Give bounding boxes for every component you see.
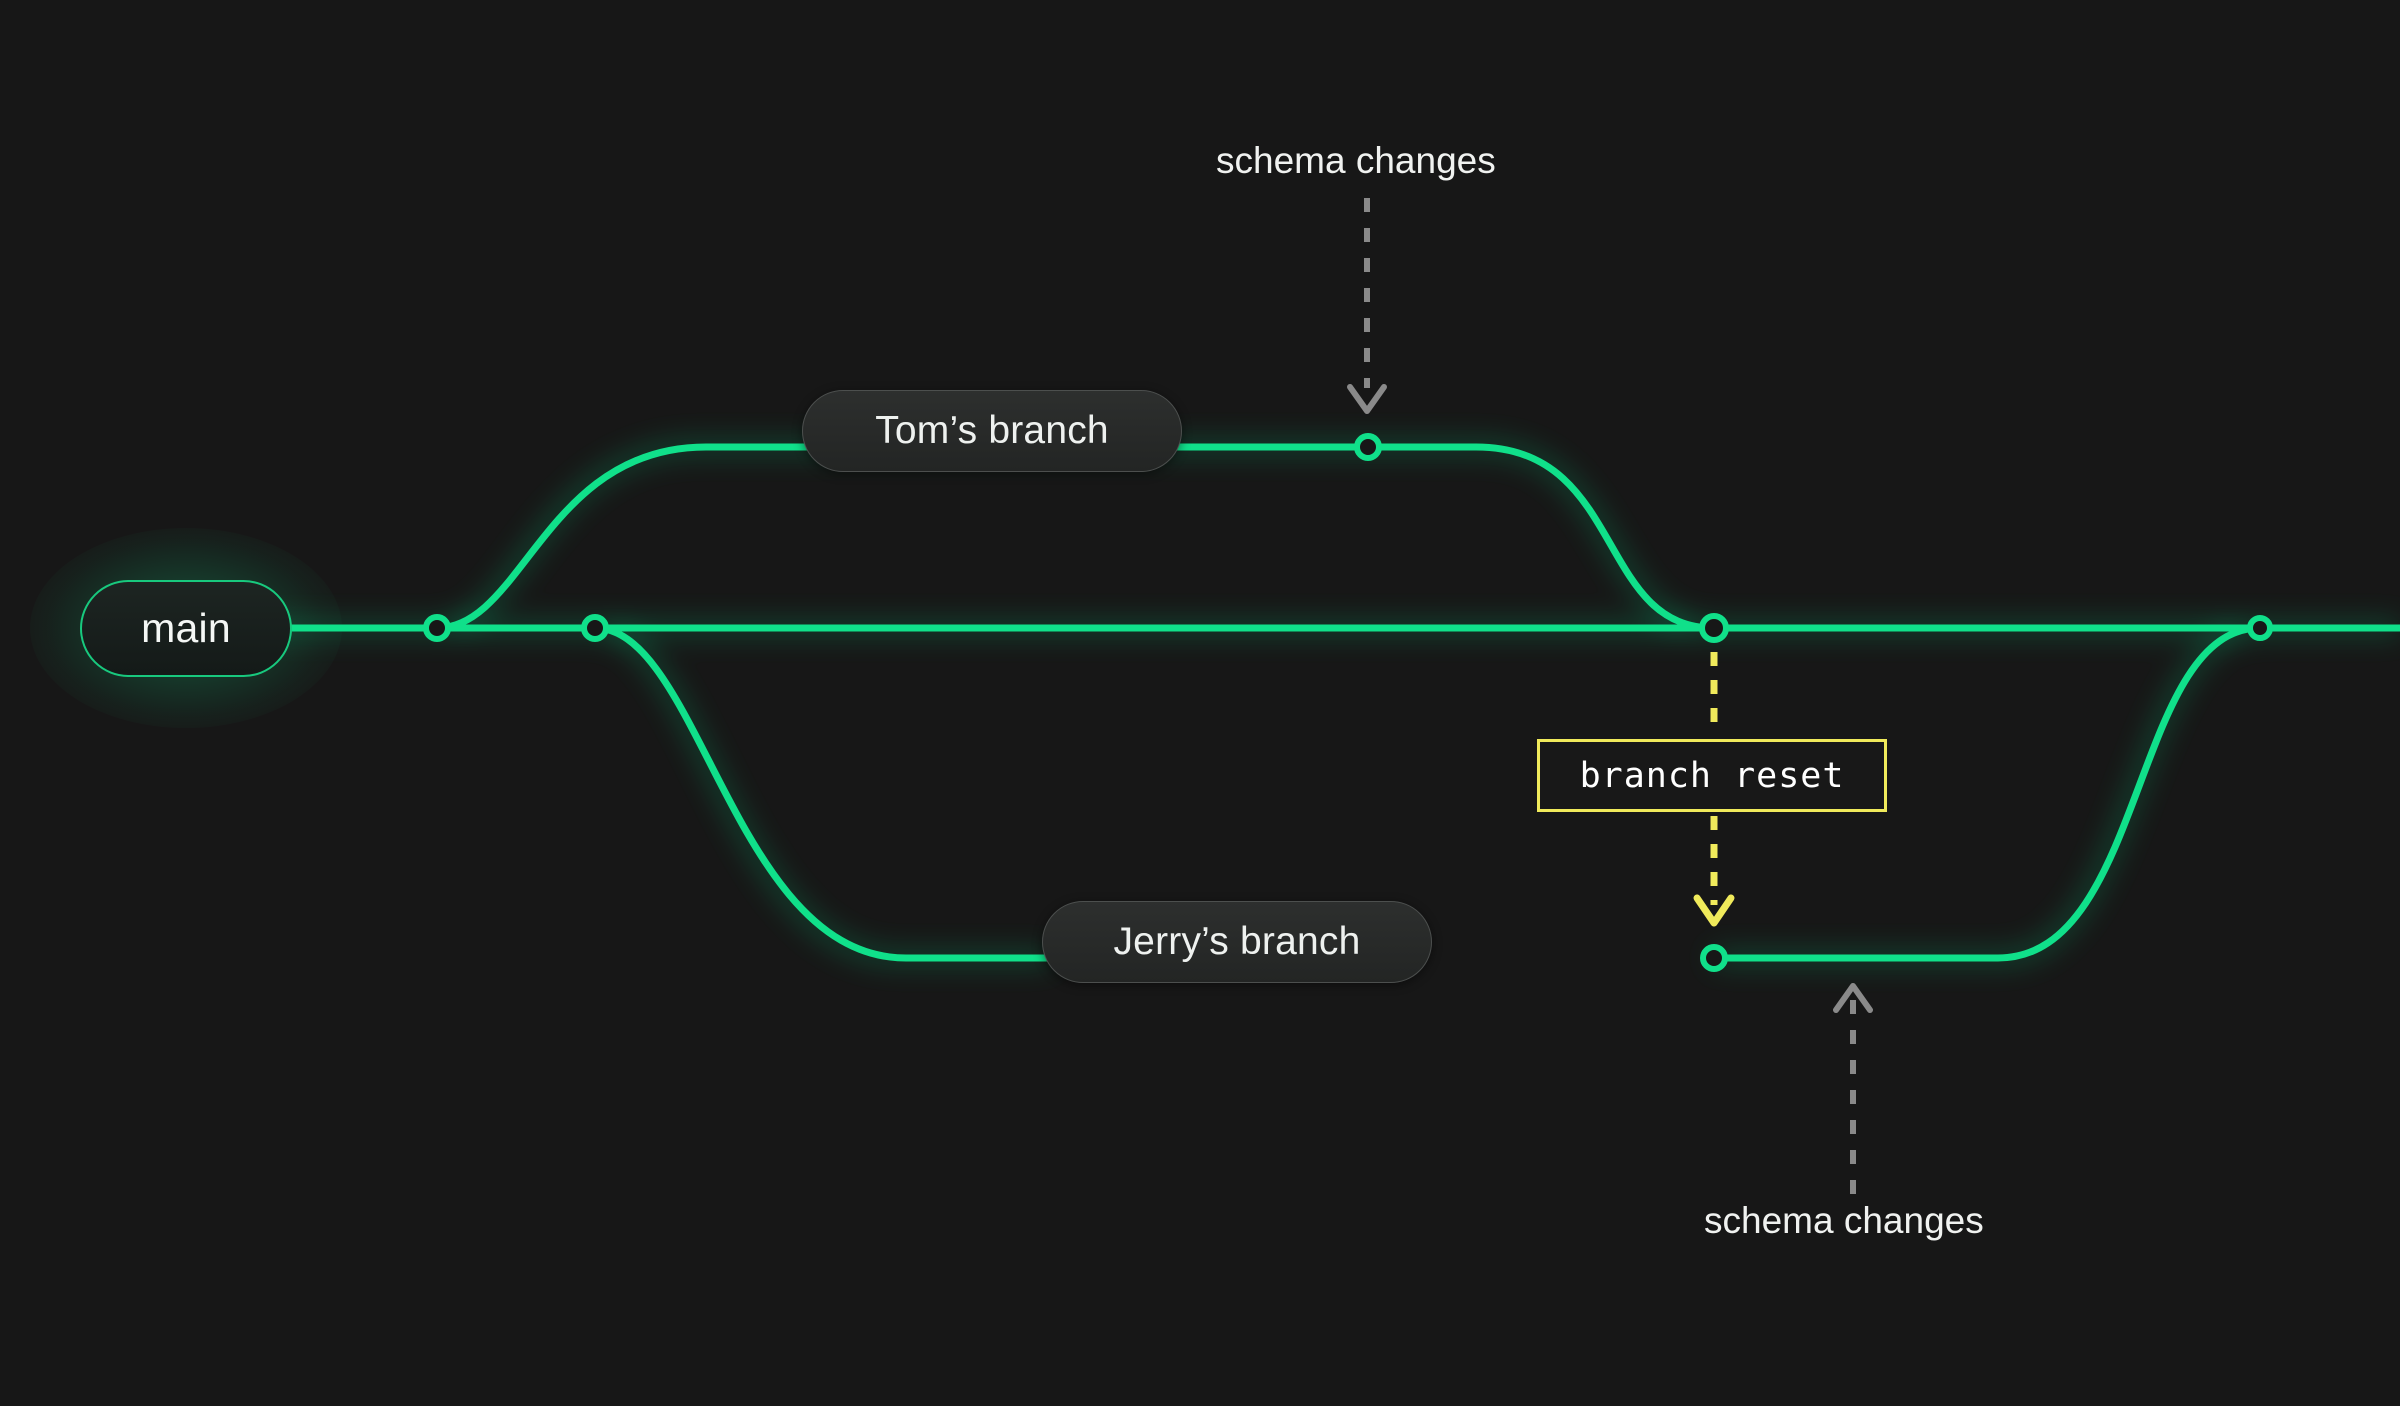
annotation-label-schema-changes-top: schema changes	[1216, 140, 1496, 181]
reset-arrowhead-down-icon	[1693, 894, 1735, 927]
branch-pill-tom[interactable]: Tom’s branch	[802, 390, 1182, 472]
annotation-arrow-bottom	[1833, 983, 1873, 1196]
commit-node-main-2[interactable]	[581, 614, 609, 642]
branch-pill-jerry[interactable]: Jerry’s branch	[1042, 901, 1432, 983]
commit-node-tom[interactable]	[1354, 433, 1382, 461]
commit-node-main-merge[interactable]	[2247, 615, 2273, 641]
annotation-top-arrowhead-down-icon	[1347, 384, 1387, 414]
jerry-branch-out-curve	[591, 624, 1054, 962]
annotation-label-schema-changes-bottom: schema changes	[1704, 1200, 1984, 1241]
branch-reset-callout[interactable]: branch reset	[1537, 739, 1887, 812]
tom-merge-curve	[1184, 443, 1718, 632]
commit-node-jerry-reset[interactable]	[1700, 944, 1728, 972]
branch-pill-main[interactable]: main	[80, 580, 292, 677]
annotation-arrow-top	[1347, 198, 1387, 414]
commit-node-main-1[interactable]	[423, 614, 451, 642]
commit-node-main-reset[interactable]	[1699, 613, 1729, 643]
jerry-merge-curve	[1710, 624, 2264, 962]
annotation-bottom-arrowhead-up-icon	[1833, 983, 1873, 1013]
branch-reset-arrow	[1693, 652, 1735, 927]
tom-branch-out-curve	[433, 443, 1194, 632]
commit-nodes	[423, 433, 2273, 972]
line-ambient-glow	[190, 443, 2400, 962]
